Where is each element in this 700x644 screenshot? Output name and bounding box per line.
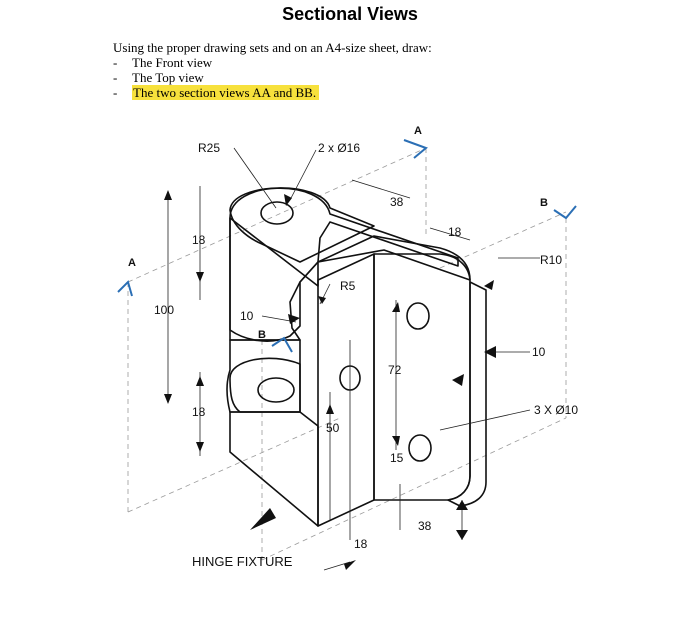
task-front-view: The Front view bbox=[132, 55, 213, 70]
upper-arm-top-face bbox=[229, 187, 375, 263]
section-label-a-top: A bbox=[414, 125, 422, 137]
section-plane-lines bbox=[127, 147, 567, 561]
right-plate bbox=[373, 253, 471, 501]
dim-18-right: 18 bbox=[448, 225, 462, 239]
list-dash: - bbox=[113, 70, 118, 85]
dim-10-left: 10 bbox=[240, 309, 254, 323]
dim-holes-right: 3 X Ø10 bbox=[534, 403, 578, 417]
list-dash: - bbox=[113, 85, 118, 100]
cut-b-right-arrow bbox=[553, 205, 577, 220]
arrowheads bbox=[164, 190, 496, 570]
upper-arm bbox=[229, 187, 459, 341]
dim-50: 50 bbox=[326, 421, 340, 435]
hole-top bbox=[260, 201, 294, 225]
hole-bottom bbox=[257, 377, 295, 403]
task-item: - The Front view bbox=[113, 55, 319, 70]
bottom-boss bbox=[229, 357, 301, 413]
dim-38-top: 38 bbox=[390, 195, 404, 209]
dim-r10: R10 bbox=[540, 253, 562, 267]
task-top-view: The Top view bbox=[132, 70, 204, 85]
hole-plate-lower bbox=[408, 434, 432, 462]
page-title: Sectional Views bbox=[282, 4, 418, 24]
dim-100: 100 bbox=[154, 303, 174, 317]
dim-72: 72 bbox=[388, 363, 402, 377]
section-cut-indicators bbox=[117, 139, 577, 353]
dim-holes-top: 2 x Ø16 bbox=[318, 141, 360, 155]
dim-18-bottom: 18 bbox=[354, 537, 368, 551]
drawing-caption: HINGE FIXTURE bbox=[192, 554, 293, 569]
section-label-b-right: B bbox=[540, 197, 548, 209]
task-item: - The Top view bbox=[113, 70, 319, 85]
cut-a-left-arrow bbox=[117, 280, 133, 297]
cut-a-top-arrow bbox=[403, 139, 428, 159]
hinge-fixture-drawing: A A B B R25 2 x Ø16 38 18 R10 18 100 R5 … bbox=[117, 125, 578, 571]
section-label-b-mid: B bbox=[258, 329, 266, 341]
dim-15: 15 bbox=[390, 451, 404, 465]
dim-r25: R25 bbox=[198, 141, 220, 155]
cut-b-mid-arrow bbox=[271, 336, 293, 353]
task-item: - The two section views AA and BB. bbox=[113, 85, 320, 100]
dim-10-right: 10 bbox=[532, 345, 546, 359]
dim-18-left-bottom: 18 bbox=[192, 405, 206, 419]
dim-18-left-top: 18 bbox=[192, 233, 206, 247]
section-label-a-left: A bbox=[128, 257, 136, 269]
hole-plate-upper bbox=[406, 302, 430, 330]
instructions-intro: Using the proper drawing sets and on an … bbox=[113, 40, 432, 55]
base-bottom bbox=[229, 411, 319, 527]
dim-38-bottom: 38 bbox=[418, 519, 432, 533]
right-plate-side bbox=[447, 281, 487, 507]
task-list: - The Front view - The Top view - The tw… bbox=[113, 55, 320, 100]
task-section-views: The two section views AA and BB. bbox=[132, 85, 320, 100]
lower-slot bbox=[226, 339, 301, 413]
dimension-lines bbox=[167, 147, 540, 571]
dim-r5: R5 bbox=[340, 279, 356, 293]
front-face bbox=[317, 253, 375, 527]
list-dash: - bbox=[113, 55, 118, 70]
hinge-fixture-body bbox=[226, 187, 487, 527]
